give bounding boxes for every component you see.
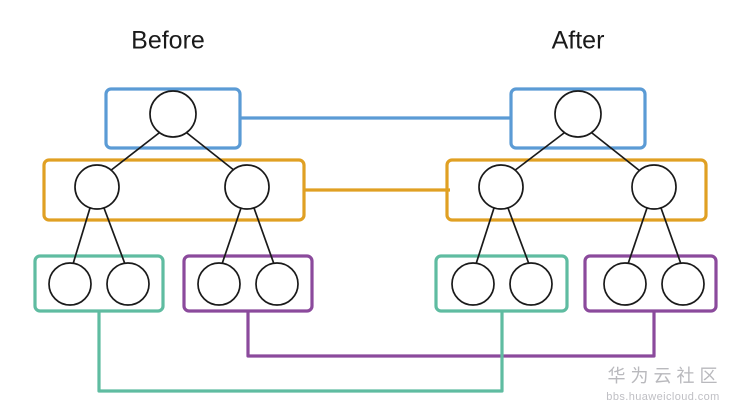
before-node-root bbox=[149, 90, 197, 138]
before-root-group-box bbox=[104, 87, 242, 150]
after-node-level1-left bbox=[478, 164, 524, 210]
after-leaf-right-group-box bbox=[583, 254, 718, 313]
after-edge-l1right-leaf4 bbox=[660, 207, 682, 265]
before-edge-l1left-leaf1 bbox=[72, 207, 91, 265]
after-edge-l1left-leaf1 bbox=[475, 207, 495, 265]
after-node-leaf-3 bbox=[603, 262, 647, 306]
after-title: After bbox=[552, 27, 605, 55]
before-edge-root-left bbox=[109, 132, 160, 172]
before-node-leaf-4 bbox=[255, 262, 299, 306]
before-node-leaf-1 bbox=[48, 262, 92, 306]
leaf-left-link-connector bbox=[97, 311, 504, 393]
after-node-leaf-1 bbox=[451, 262, 495, 306]
after-node-level1-right bbox=[631, 164, 677, 210]
before-edge-root-right bbox=[186, 132, 236, 172]
before-node-level1-right bbox=[224, 164, 270, 210]
after-edge-l1left-leaf2 bbox=[507, 207, 530, 265]
after-edge-root-right bbox=[591, 132, 641, 172]
leaf-right-link-connector bbox=[246, 311, 656, 358]
after-tree bbox=[434, 87, 718, 313]
after-node-leaf-2 bbox=[509, 262, 553, 306]
after-leaf-left-group-box bbox=[434, 254, 569, 313]
after-edge-root-left bbox=[513, 132, 565, 172]
watermark: 华为云社区 bbs.huaweicloud.com bbox=[606, 366, 723, 403]
before-edge-l1right-leaf4 bbox=[253, 207, 275, 265]
before-leaf-right-group-box bbox=[182, 254, 314, 313]
before-tree bbox=[33, 87, 314, 313]
after-level1-group-box bbox=[445, 158, 708, 222]
before-level1-group-box bbox=[42, 158, 306, 222]
before-edge-l1right-leaf3 bbox=[221, 207, 242, 265]
watermark-cn-text: 华为云社区 bbox=[608, 366, 723, 387]
before-title: Before bbox=[131, 27, 205, 55]
after-node-leaf-4 bbox=[661, 262, 705, 306]
after-edge-l1right-leaf3 bbox=[627, 207, 648, 265]
before-node-level1-left bbox=[74, 164, 120, 210]
before-leaf-left-group-box bbox=[33, 254, 165, 313]
before-node-leaf-3 bbox=[197, 262, 241, 306]
before-edge-l1left-leaf2 bbox=[103, 207, 126, 265]
after-node-root bbox=[554, 90, 602, 138]
watermark-url-text: bbs.huaweicloud.com bbox=[606, 391, 719, 403]
before-node-leaf-2 bbox=[106, 262, 150, 306]
after-root-group-box bbox=[509, 87, 647, 150]
